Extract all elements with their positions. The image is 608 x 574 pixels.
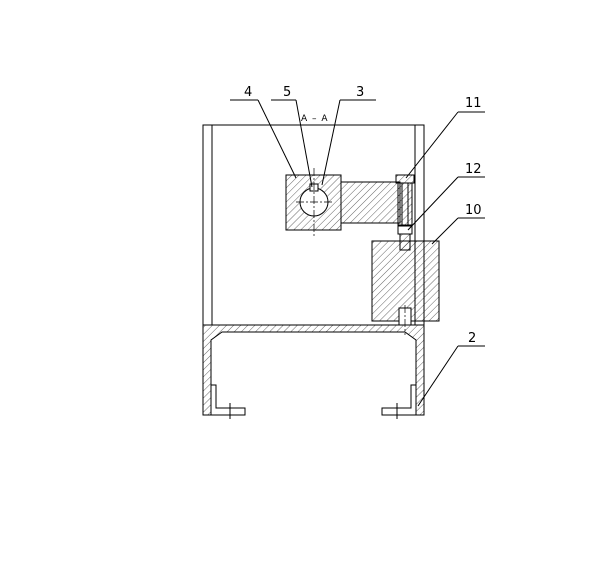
bracket-body — [285, 168, 401, 236]
callout-4: 4 — [244, 85, 252, 100]
bolt — [395, 174, 415, 226]
channel-beam — [202, 324, 425, 419]
callout-3: 3 — [356, 85, 364, 100]
callout-5: 5 — [283, 85, 291, 100]
callout-10: 10 — [465, 203, 482, 218]
leader-lines — [230, 99, 485, 407]
section-label: A – A — [301, 114, 329, 124]
callout-11: 11 — [465, 96, 482, 111]
callout-2: 2 — [468, 331, 476, 346]
callout-12: 12 — [465, 162, 482, 177]
support-block — [371, 240, 440, 335]
